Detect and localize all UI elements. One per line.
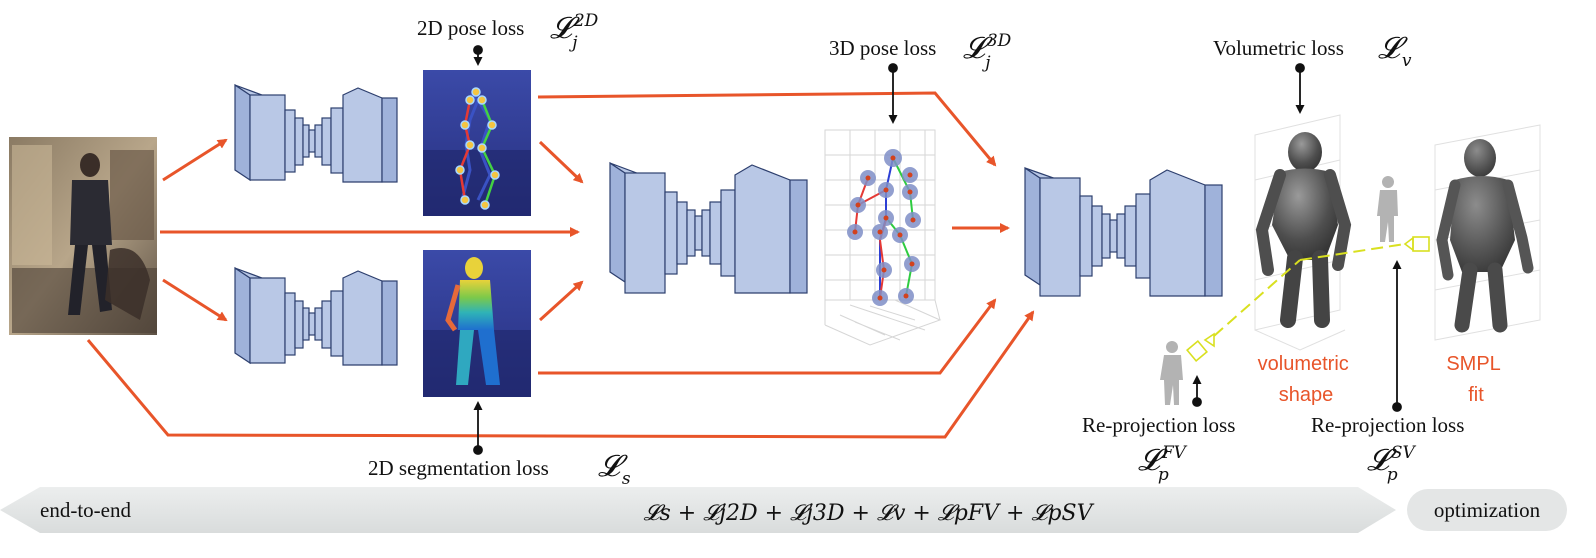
- pose-3d-plot: [824, 129, 942, 346]
- input-image: [9, 137, 157, 335]
- side-view-silhouette: [1377, 176, 1398, 242]
- pose2d-loss-label: 2D pose loss: [417, 16, 524, 40]
- bottom-bar: end-to-end optimization 𝓛s + 𝓛j2D + 𝓛j3D…: [0, 487, 1567, 533]
- arrow-image-to-volumetric-net: [86, 310, 1035, 439]
- front-view-projection-line: [1213, 259, 1301, 337]
- volumetric-shape-mesh: [1254, 114, 1352, 351]
- arrow-seg2d-to-volumetric-net: [538, 298, 997, 375]
- smpl-fit-mesh: [1434, 124, 1541, 341]
- optimization-label: optimization: [1434, 498, 1541, 522]
- pose3d-loss-label: 3D pose loss: [829, 36, 936, 60]
- segmentation-loss-label: 2D segmentation loss: [368, 456, 549, 480]
- reprojection-sv-label: Re-projection loss: [1311, 413, 1464, 437]
- network-right-volumetric: [1024, 166, 1223, 297]
- arrow-image-to-bottom-net: [162, 278, 228, 322]
- network-middle-3d-pose: [609, 161, 808, 294]
- front-view-silhouette: [1160, 341, 1183, 405]
- arrow-seg2d-to-middle-net: [538, 280, 584, 322]
- smpl-fit-label: SMPL fit: [1446, 353, 1505, 406]
- volumetric-shape-label: volumetric shape: [1258, 353, 1355, 406]
- total-loss-formula: 𝓛s + 𝓛j2D + 𝓛j3D + 𝓛v + 𝓛pFV + 𝓛pSV: [644, 501, 1095, 526]
- orange-flow-arrows: [86, 91, 1035, 439]
- loss-pointers: [473, 45, 1402, 455]
- network-bottom-segmentation: [234, 266, 398, 366]
- reprojection-fv-label: Re-projection loss: [1082, 413, 1235, 437]
- pose-2d-image: [423, 70, 531, 216]
- side-view-camera-icon: [1403, 236, 1430, 252]
- front-view-camera-icon: [1186, 332, 1215, 362]
- end-to-end-arrow-bar: [0, 487, 1396, 533]
- volumetric-loss-label: Volumetric loss: [1213, 36, 1344, 60]
- segmentation-2d-image: [423, 250, 531, 397]
- arrow-pose2d-to-middle-net: [538, 140, 584, 184]
- optimization-pill: [1407, 489, 1567, 531]
- arrow-pose2d-to-volumetric-net: [537, 91, 997, 167]
- arrow-image-to-top-net: [162, 138, 228, 182]
- network-top-2d-pose: [234, 83, 398, 183]
- end-to-end-label: end-to-end: [40, 498, 131, 522]
